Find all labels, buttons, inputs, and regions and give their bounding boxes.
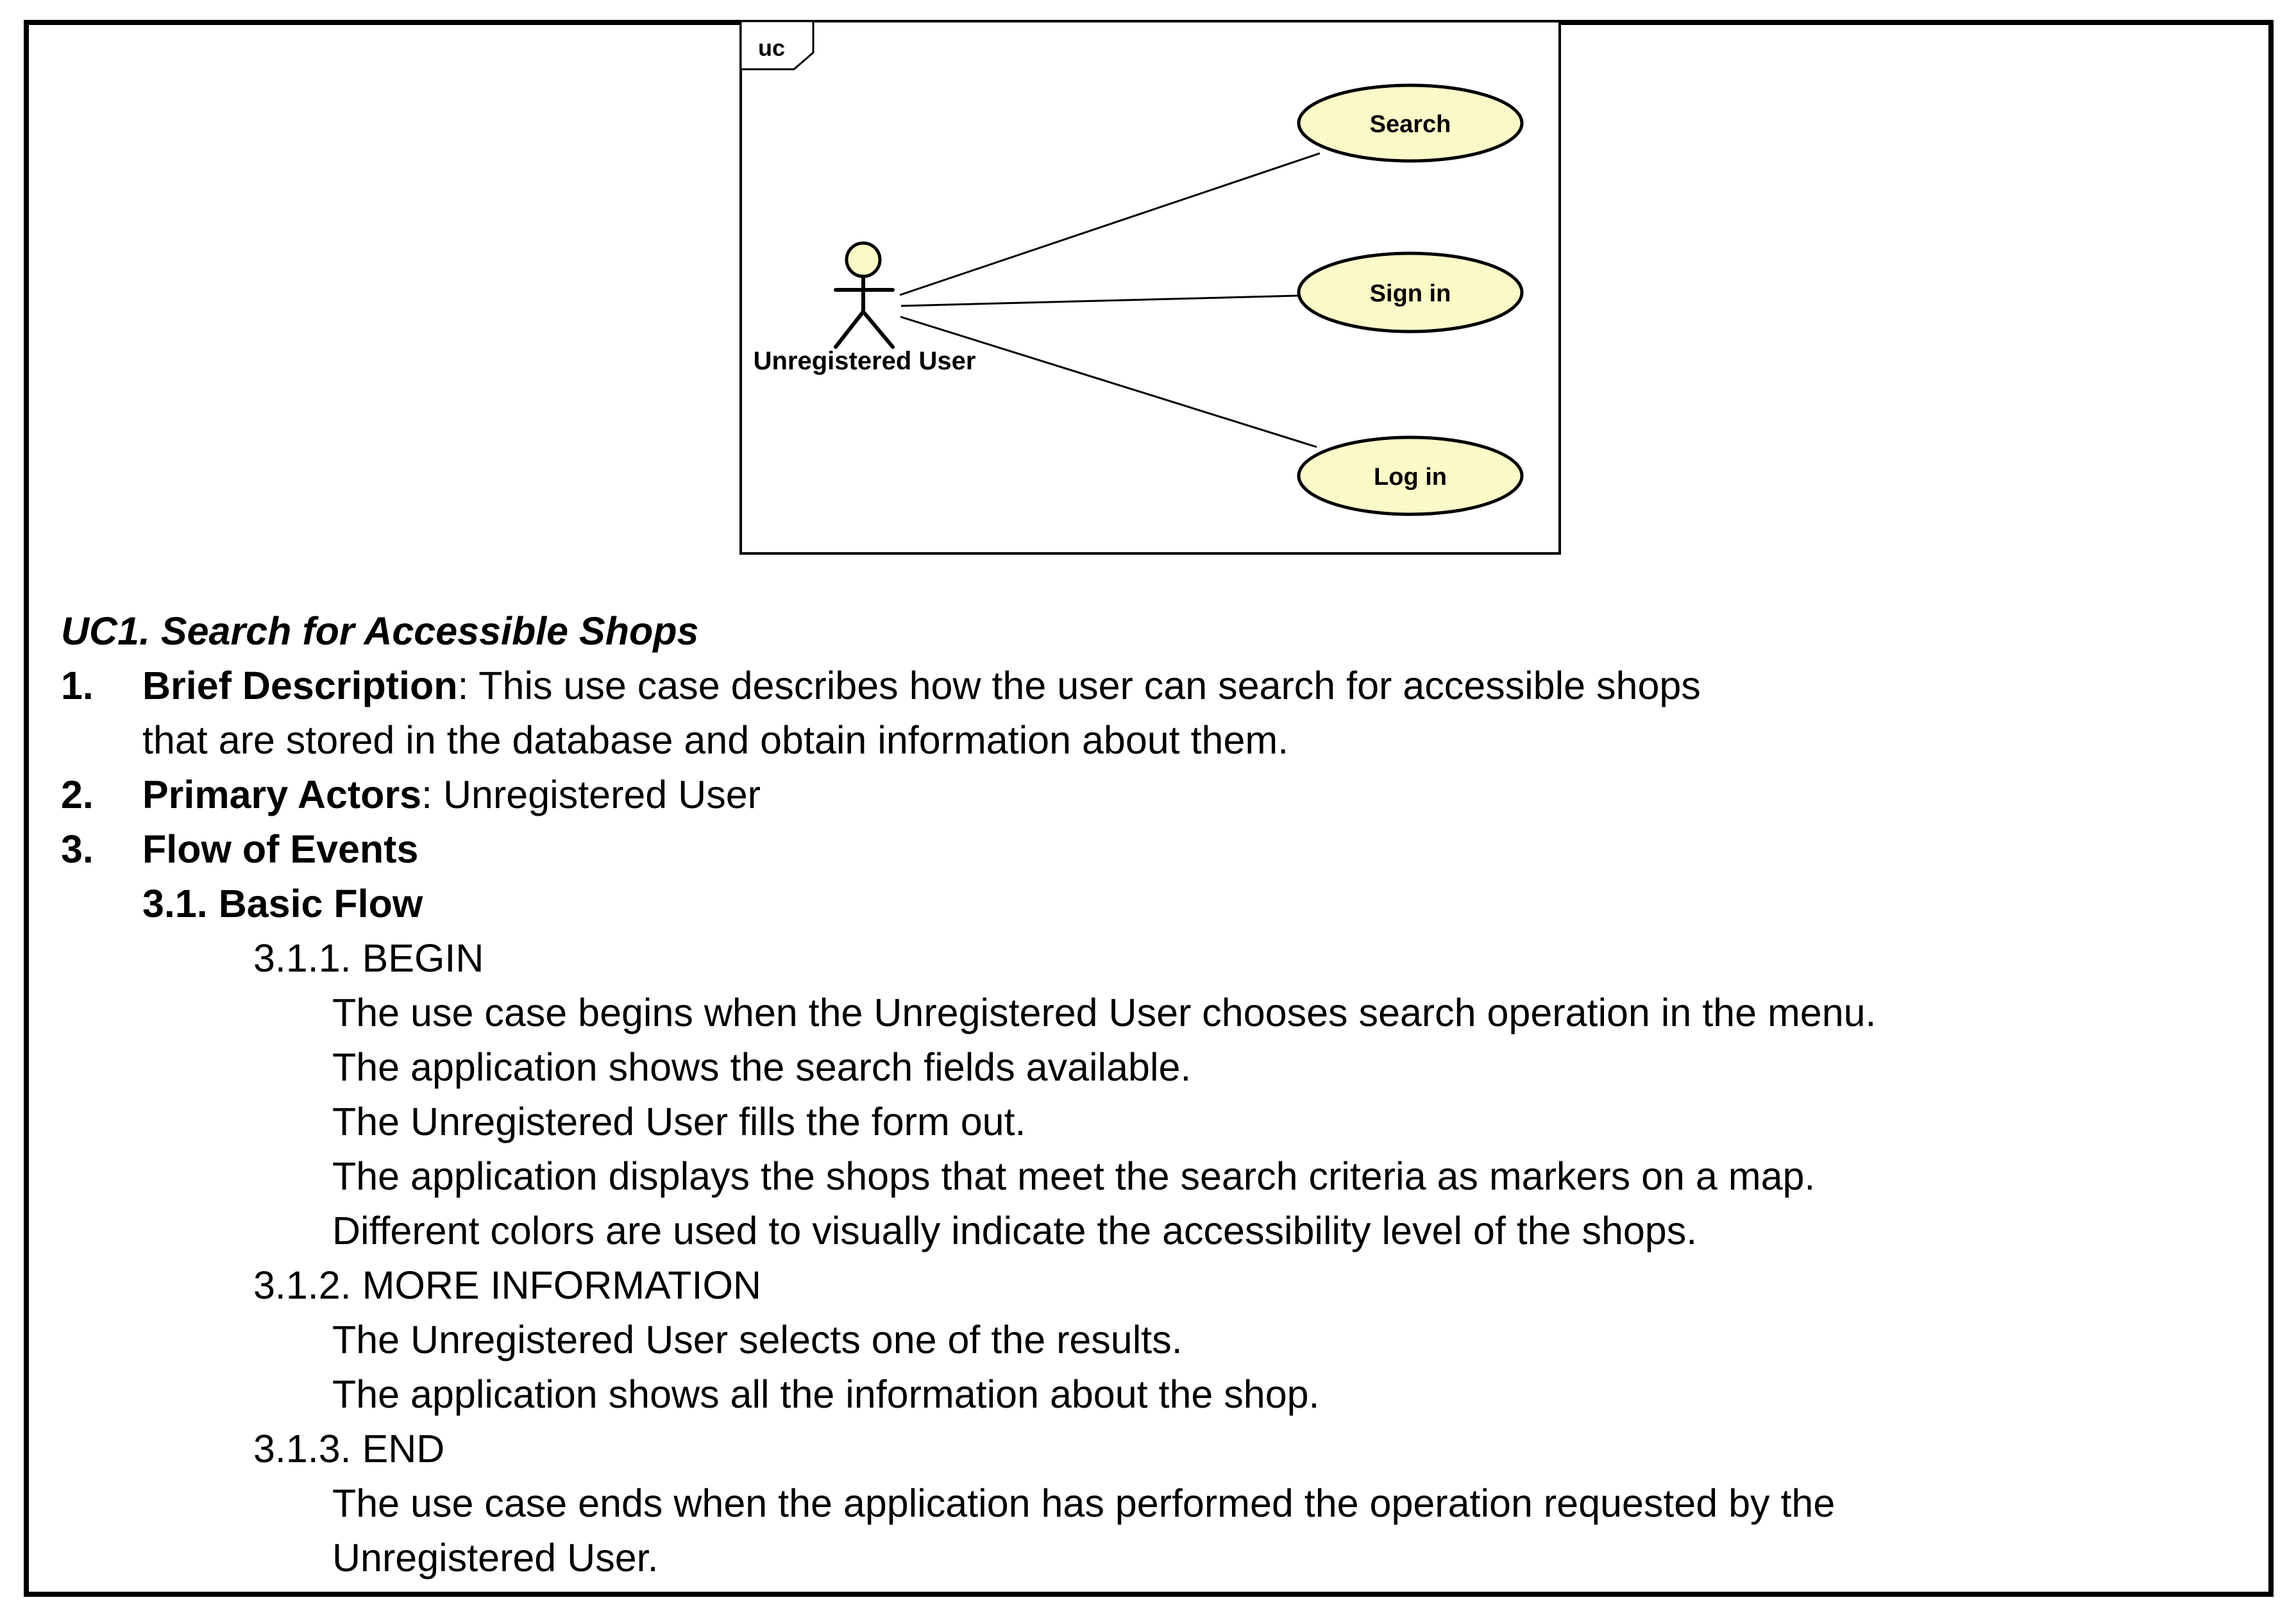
step-begin-line-1: The use case begins when the Unregistere…	[0, 986, 2296, 1040]
item-brief-description: 1. Brief Description: This use case desc…	[0, 659, 2296, 713]
item-text: Flow of Events	[142, 822, 418, 877]
step-line: Unregistered User.	[332, 1536, 659, 1580]
association-actor-signin	[900, 294, 1299, 307]
actor-leg-right	[861, 310, 895, 349]
step-line: Different colors are used to visually in…	[332, 1209, 1698, 1252]
step-line: The use case begins when the Unregistere…	[332, 991, 1877, 1034]
use-case-label-login: Log in	[1374, 464, 1447, 491]
item-label: Flow of Events	[142, 827, 419, 871]
step-heading: 3.1.2. MORE INFORMATION	[253, 1263, 761, 1307]
item-text: Brief Description: This use case describ…	[142, 659, 1701, 713]
basic-flow-heading: 3.1. Basic Flow	[142, 882, 423, 925]
step-begin-heading-line: 3.1.1. BEGIN	[0, 931, 2296, 986]
doc-title-line: UC1. Search for Accessible Shops	[0, 604, 2296, 659]
item-brief-description-cont: that are stored in the database and obta…	[0, 713, 2296, 768]
item-body: : This use case describes how the user c…	[457, 664, 1701, 707]
item-body-continuation: that are stored in the database and obta…	[142, 718, 1289, 762]
use-case-diagram: uc Unregistered User Search Sign in Log …	[739, 20, 1561, 555]
use-case-label-signin: Sign in	[1370, 280, 1451, 307]
step-begin-line-5: Different colors are used to visually in…	[0, 1204, 2296, 1258]
use-case-ellipse-signin	[1297, 251, 1524, 333]
step-heading: 3.1.1. BEGIN	[253, 936, 484, 980]
item-flow-of-events: 3. Flow of Events	[0, 822, 2296, 877]
step-line: The use case ends when the application h…	[332, 1481, 1836, 1525]
use-case-ellipse-login	[1297, 435, 1524, 516]
actor-unregistered-user	[834, 241, 895, 349]
basic-flow-heading-line: 3.1. Basic Flow	[0, 877, 2296, 931]
step-line: The application shows the search fields …	[332, 1045, 1192, 1089]
step-begin-line-3: The Unregistered User fills the form out…	[0, 1095, 2296, 1149]
actor-label: Unregistered User	[754, 347, 976, 375]
step-more-info-line-2: The application shows all the informatio…	[0, 1367, 2296, 1422]
step-end-line-2: Unregistered User.	[0, 1531, 2296, 1585]
item-label: Brief Description	[142, 664, 458, 707]
use-case-specification: UC1. Search for Accessible Shops 1. Brie…	[0, 604, 2296, 1585]
doc-title: UC1. Search for Accessible Shops	[61, 609, 699, 653]
step-heading: 3.1.3. END	[253, 1427, 445, 1471]
item-number: 1.	[61, 664, 94, 707]
item-primary-actors: 2. Primary Actors: Unregistered User	[0, 768, 2296, 822]
actor-leg-left	[834, 310, 865, 349]
item-body: : Unregistered User	[421, 773, 761, 816]
step-line: The application displays the shops that …	[332, 1154, 1816, 1198]
frame-tab	[739, 20, 815, 71]
use-case-ellipse-search	[1297, 83, 1524, 163]
step-begin-line-2: The application shows the search fields …	[0, 1040, 2296, 1095]
step-line: The Unregistered User selects one of the…	[332, 1318, 1183, 1361]
step-line: The application shows all the informatio…	[332, 1372, 1320, 1416]
step-end-heading-line: 3.1.3. END	[0, 1422, 2296, 1476]
step-line: The Unregistered User fills the form out…	[332, 1100, 1026, 1143]
item-number: 2.	[61, 773, 94, 816]
step-begin-line-4: The application displays the shops that …	[0, 1149, 2296, 1204]
association-actor-login	[900, 316, 1317, 448]
frame-tab-label: uc	[758, 35, 785, 61]
step-more-info-line-1: The Unregistered User selects one of the…	[0, 1313, 2296, 1367]
actor-head	[845, 241, 882, 278]
item-number: 3.	[61, 827, 94, 871]
item-text: Primary Actors: Unregistered User	[142, 768, 761, 822]
use-case-label-search: Search	[1370, 111, 1451, 138]
item-label: Primary Actors	[142, 773, 422, 816]
association-actor-search	[899, 152, 1321, 296]
step-more-info-heading-line: 3.1.2. MORE INFORMATION	[0, 1258, 2296, 1313]
step-end-line-1: The use case ends when the application h…	[0, 1476, 2296, 1531]
